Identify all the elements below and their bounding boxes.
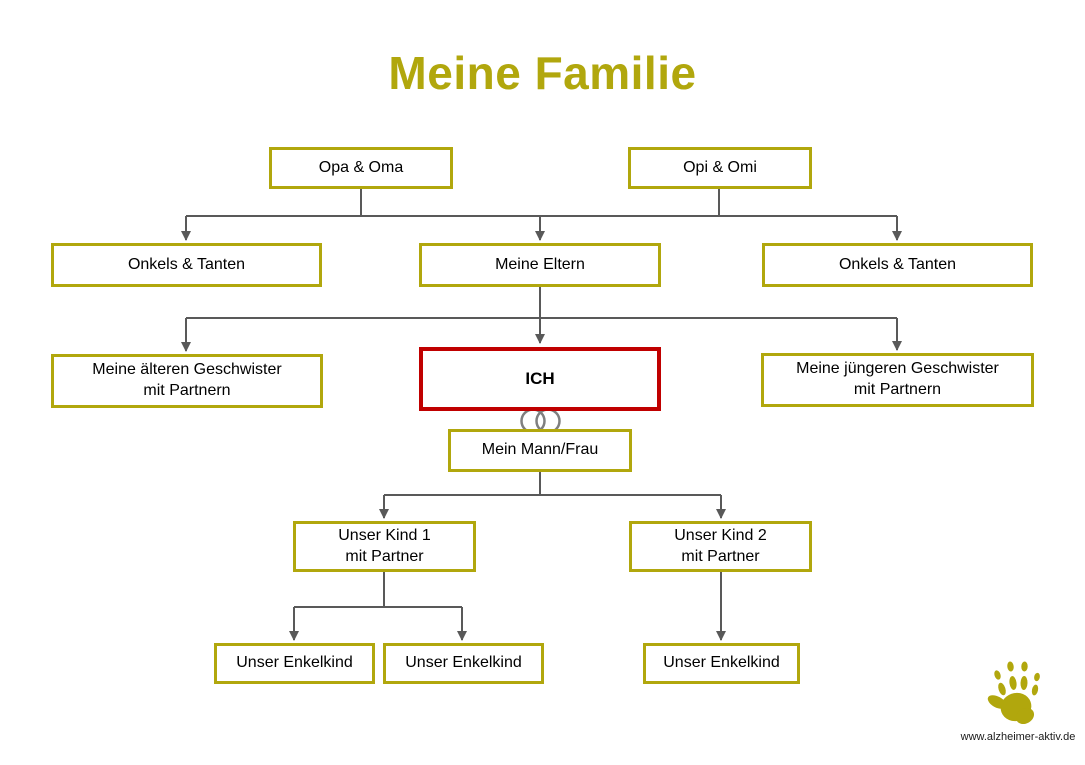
node-enkelkind2: Unser Enkelkind — [383, 643, 544, 684]
node-label: Unser Enkelkind — [236, 654, 353, 672]
node-label: Mein Mann/Frau — [481, 441, 599, 459]
node-label: Unser Kind 1 mit Partner — [338, 526, 431, 565]
node-label: Opa & Oma — [318, 158, 404, 176]
node-label: Meine Eltern — [495, 255, 585, 273]
node-juengere-geschwister: Meine jüngeren Geschwister mit Partnern — [761, 353, 1034, 407]
node-label: Unser Enkelkind — [405, 654, 522, 672]
node-opa-oma: Opa & Oma — [269, 147, 453, 189]
node-aeltere-geschwister: Meine älteren Geschwister mit Partnern — [51, 354, 323, 408]
node-label: Meine älteren Geschwister mit Partnern — [92, 361, 282, 399]
node-label: Onkels & Tanten — [838, 255, 957, 273]
node-kind1: Unser Kind 1 mit Partner — [293, 521, 476, 572]
node-label: Onkels & Tanten — [127, 255, 246, 273]
node-label: Meine jüngeren Geschwister mit Partnern — [796, 360, 999, 398]
node-opi-omi: Opi & Omi — [628, 147, 812, 189]
node-label: Unser Kind 2 mit Partner — [674, 526, 767, 565]
footer-url: www.alzheimer-aktiv.de — [960, 731, 1076, 743]
node-enkelkind3: Unser Enkelkind — [643, 643, 800, 684]
node-onkels-tanten-rechts: Onkels & Tanten — [762, 243, 1033, 287]
node-label: Unser Enkelkind — [663, 654, 780, 672]
node-label: ICH — [525, 368, 555, 388]
handprint-logo — [987, 661, 1040, 725]
node-mann-frau: Mein Mann/Frau — [448, 429, 632, 472]
node-onkels-tanten-links: Onkels & Tanten — [51, 243, 322, 287]
node-ich: ICH — [419, 347, 661, 411]
node-enkelkind1: Unser Enkelkind — [214, 643, 375, 684]
page-title: Meine Familie — [388, 47, 697, 99]
node-kind2: Unser Kind 2 mit Partner — [629, 521, 812, 572]
node-meine-eltern: Meine Eltern — [419, 243, 661, 287]
node-label: Opi & Omi — [683, 158, 757, 176]
